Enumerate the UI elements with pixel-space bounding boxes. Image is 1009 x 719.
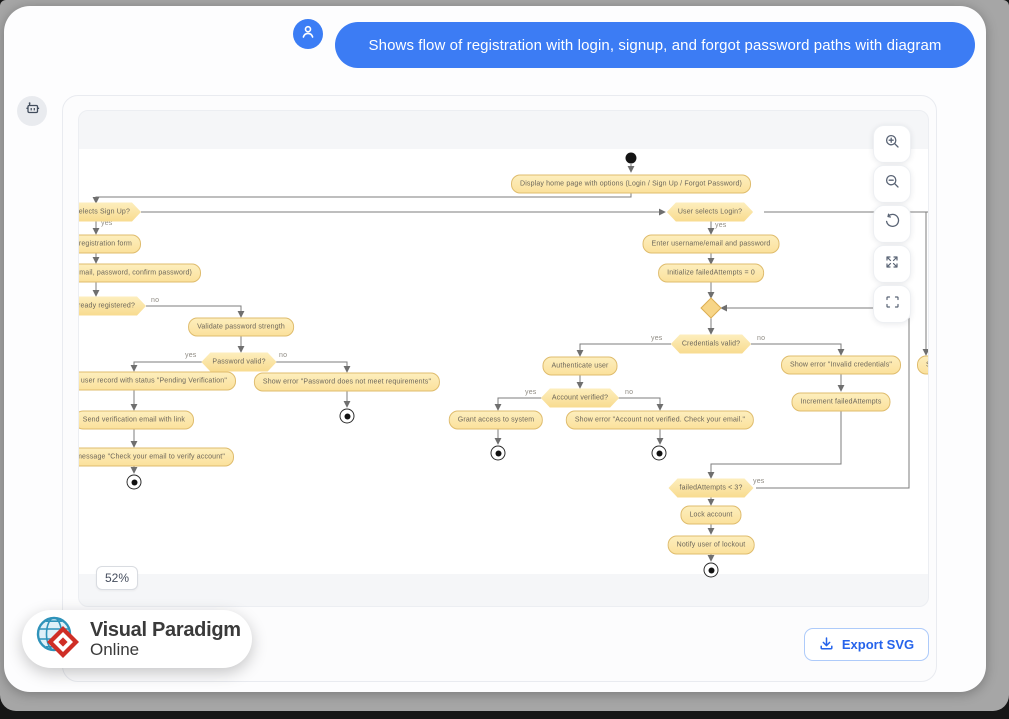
node-create-record: Create user record with status "Pending … xyxy=(79,371,236,391)
node-validate-password: Validate password strength xyxy=(188,317,294,337)
fullscreen-button[interactable] xyxy=(873,285,911,323)
edge-label-no: no xyxy=(625,389,634,396)
app-window: Shows flow of registration with login, s… xyxy=(4,6,986,692)
node-end-granted xyxy=(490,445,506,461)
node-lock-account: Lock account xyxy=(680,505,742,525)
globe-diamond-logo-icon xyxy=(34,613,82,666)
person-icon xyxy=(300,24,316,45)
zoom-in-button[interactable] xyxy=(873,125,911,163)
edge-label-no: no xyxy=(279,352,288,359)
node-init-attempts: Initialize failedAttempts = 0 xyxy=(658,263,764,283)
node-attempts-check: failedAttempts < 3? xyxy=(669,479,754,498)
edge-label-yes: yes xyxy=(715,222,727,229)
node-notify-lockout: Notify user of lockout xyxy=(667,535,755,555)
zoom-out-icon xyxy=(884,173,901,195)
zoom-in-icon xyxy=(884,133,901,155)
expand-arrows-icon xyxy=(884,254,900,275)
node-grant-access: Grant access to system xyxy=(448,410,544,430)
reset-view-button[interactable] xyxy=(873,205,911,243)
export-svg-button[interactable]: Export SVG xyxy=(804,628,929,661)
node-error-not-verified: Show error "Account not verified. Check … xyxy=(565,410,755,430)
visual-paradigm-logo[interactable]: Visual Paradigm Online xyxy=(22,610,252,668)
node-end-not-verified xyxy=(651,445,667,461)
zoom-level-badge[interactable]: 52% xyxy=(96,566,138,590)
assistant-avatar xyxy=(17,96,47,126)
node-enter-credentials: Enter username/email and password xyxy=(642,234,780,254)
node-end-lockout xyxy=(703,562,719,578)
edge-label-yes: yes xyxy=(101,220,113,227)
diagram-layer: yes no yes no yes yes no yes no yes Display home p… xyxy=(78,111,928,606)
node-credentials-valid: Credentials valid? xyxy=(671,335,751,354)
node-enter-details: Enter details (email, password, confirm … xyxy=(79,263,201,283)
node-clipped-right: S xyxy=(917,355,928,375)
fullscreen-icon xyxy=(884,294,900,315)
node-select-login: User selects Login? xyxy=(667,203,753,222)
user-avatar xyxy=(293,19,323,49)
download-icon xyxy=(819,636,834,654)
logo-line1: Visual Paradigm xyxy=(90,619,241,641)
node-end-signup xyxy=(126,474,142,490)
node-error-password: Show error "Password does not meet requi… xyxy=(253,372,441,392)
node-display-home: Display home page with options (Login / … xyxy=(511,174,751,194)
diagram-canvas[interactable]: yes no yes no yes yes no yes no yes Display home p… xyxy=(78,110,929,607)
node-error-credentials: Show error "Invalid credentials" xyxy=(781,355,901,375)
edge-label-yes: yes xyxy=(525,389,537,396)
node-select-signup: User selects Sign Up? xyxy=(78,203,141,222)
export-svg-label: Export SVG xyxy=(841,637,915,652)
node-send-verification: Send verification email with link xyxy=(79,410,194,430)
node-account-verified: Account verified? xyxy=(541,389,619,408)
logo-text: Visual Paradigm Online xyxy=(90,620,241,658)
zoom-out-button[interactable] xyxy=(873,165,911,203)
node-check-email-message: Show message "Check your email to verify… xyxy=(79,447,234,467)
diagram-panel: yes no yes no yes yes no yes no yes Display home p… xyxy=(62,95,937,682)
node-end-password-error xyxy=(339,408,355,424)
edge-label-no: no xyxy=(151,297,160,304)
node-authenticate: Authenticate user xyxy=(542,356,618,376)
node-password-valid: Password valid? xyxy=(201,353,276,372)
robot-icon xyxy=(24,100,41,122)
fit-to-window-button[interactable] xyxy=(873,245,911,283)
node-registration-form: Display registration form xyxy=(79,234,141,254)
reset-icon xyxy=(884,213,901,235)
diagram-edges xyxy=(92,164,928,562)
edge-label-yes: yes xyxy=(753,478,765,485)
logo-line2: Online xyxy=(90,640,140,659)
edge-label-yes: yes xyxy=(651,335,663,342)
edge-label-no: no xyxy=(757,335,766,342)
edge-label-yes: yes xyxy=(185,352,197,359)
chat-user-message: Shows flow of registration with login, s… xyxy=(335,22,975,68)
node-start xyxy=(625,152,637,164)
node-already-registered: Email already registered? xyxy=(78,297,146,316)
node-increment-attempts: Increment failedAttempts xyxy=(791,392,891,412)
